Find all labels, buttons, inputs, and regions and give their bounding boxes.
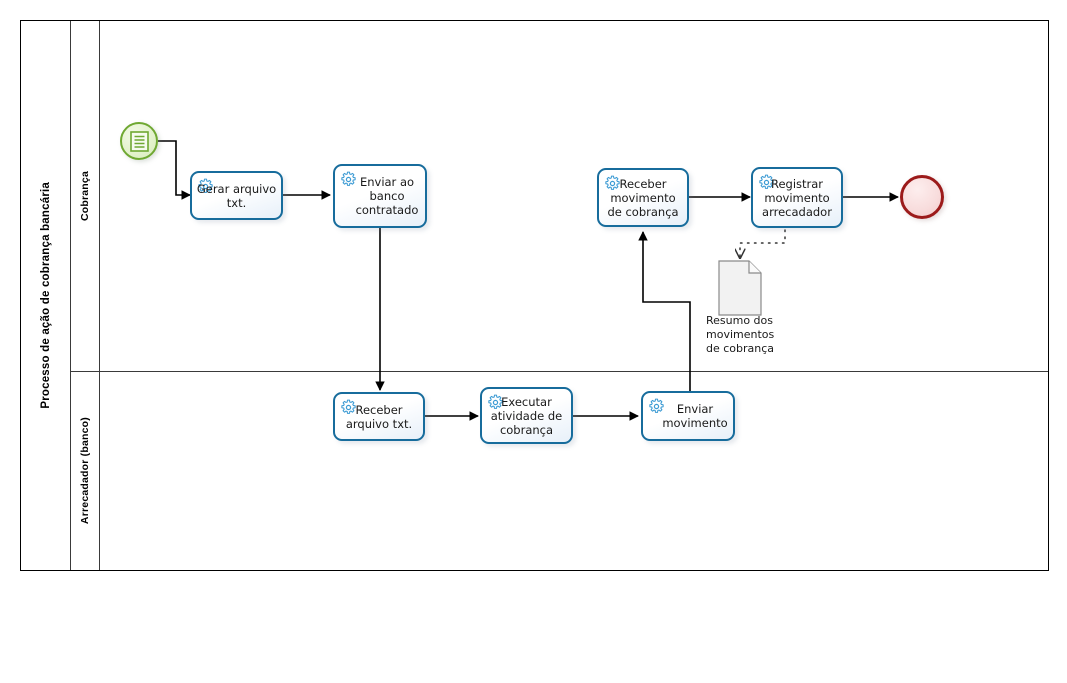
task-label: Receber arquivo txt. <box>345 402 413 431</box>
lane-title-cell-cobranca: Cobrança <box>71 21 100 371</box>
gear-icon <box>649 398 664 413</box>
task-label: Enviar movimento <box>662 402 728 430</box>
task-registrar-movimento-arrecadador[interactable]: Registrar movimento arrecadador <box>751 167 843 228</box>
end-event[interactable] <box>900 175 944 219</box>
gear-icon <box>759 174 774 189</box>
task-label: Gerar arquivo txt. <box>196 181 277 210</box>
pool-title: Processo de ação de cobrança bancária <box>39 182 52 409</box>
pool-title-cell: Processo de ação de cobrança bancária <box>21 21 71 570</box>
document-icon <box>718 260 762 316</box>
gear-icon <box>605 175 620 190</box>
task-label: Registrar movimento arrecadador <box>762 176 832 219</box>
pool-frame <box>20 20 1049 571</box>
start-event[interactable] <box>120 122 158 160</box>
data-object-resumo-movimentos[interactable] <box>718 260 762 316</box>
lane-divider <box>71 371 1048 372</box>
task-gerar-arquivo-txt[interactable]: Gerar arquivo txt. <box>190 171 283 220</box>
task-enviar-ao-banco-contratado[interactable]: Enviar ao banco contratado <box>333 164 427 228</box>
task-label: Receber movimento de cobrança <box>607 176 679 219</box>
gear-icon <box>341 399 356 414</box>
lane-title-arrecadador: Arrecadador (banco) <box>79 416 91 525</box>
task-enviar-movimento[interactable]: Enviar movimento <box>641 391 735 441</box>
document-form-icon <box>129 130 149 152</box>
lane-title-cobranca: Cobrança <box>79 170 91 222</box>
task-label: Executar atividade de cobrança <box>490 394 563 437</box>
gear-icon <box>198 178 213 193</box>
task-label: Enviar ao banco contratado <box>355 175 419 217</box>
gear-icon <box>341 171 356 186</box>
task-receber-movimento-de-cobranca[interactable]: Receber movimento de cobrança <box>597 168 689 227</box>
gear-icon <box>488 394 503 409</box>
task-receber-arquivo-txt[interactable]: Receber arquivo txt. <box>333 392 425 441</box>
lane-title-cell-arrecadador: Arrecadador (banco) <box>71 371 100 570</box>
task-executar-atividade-de-cobranca[interactable]: Executar atividade de cobrança <box>480 387 573 444</box>
